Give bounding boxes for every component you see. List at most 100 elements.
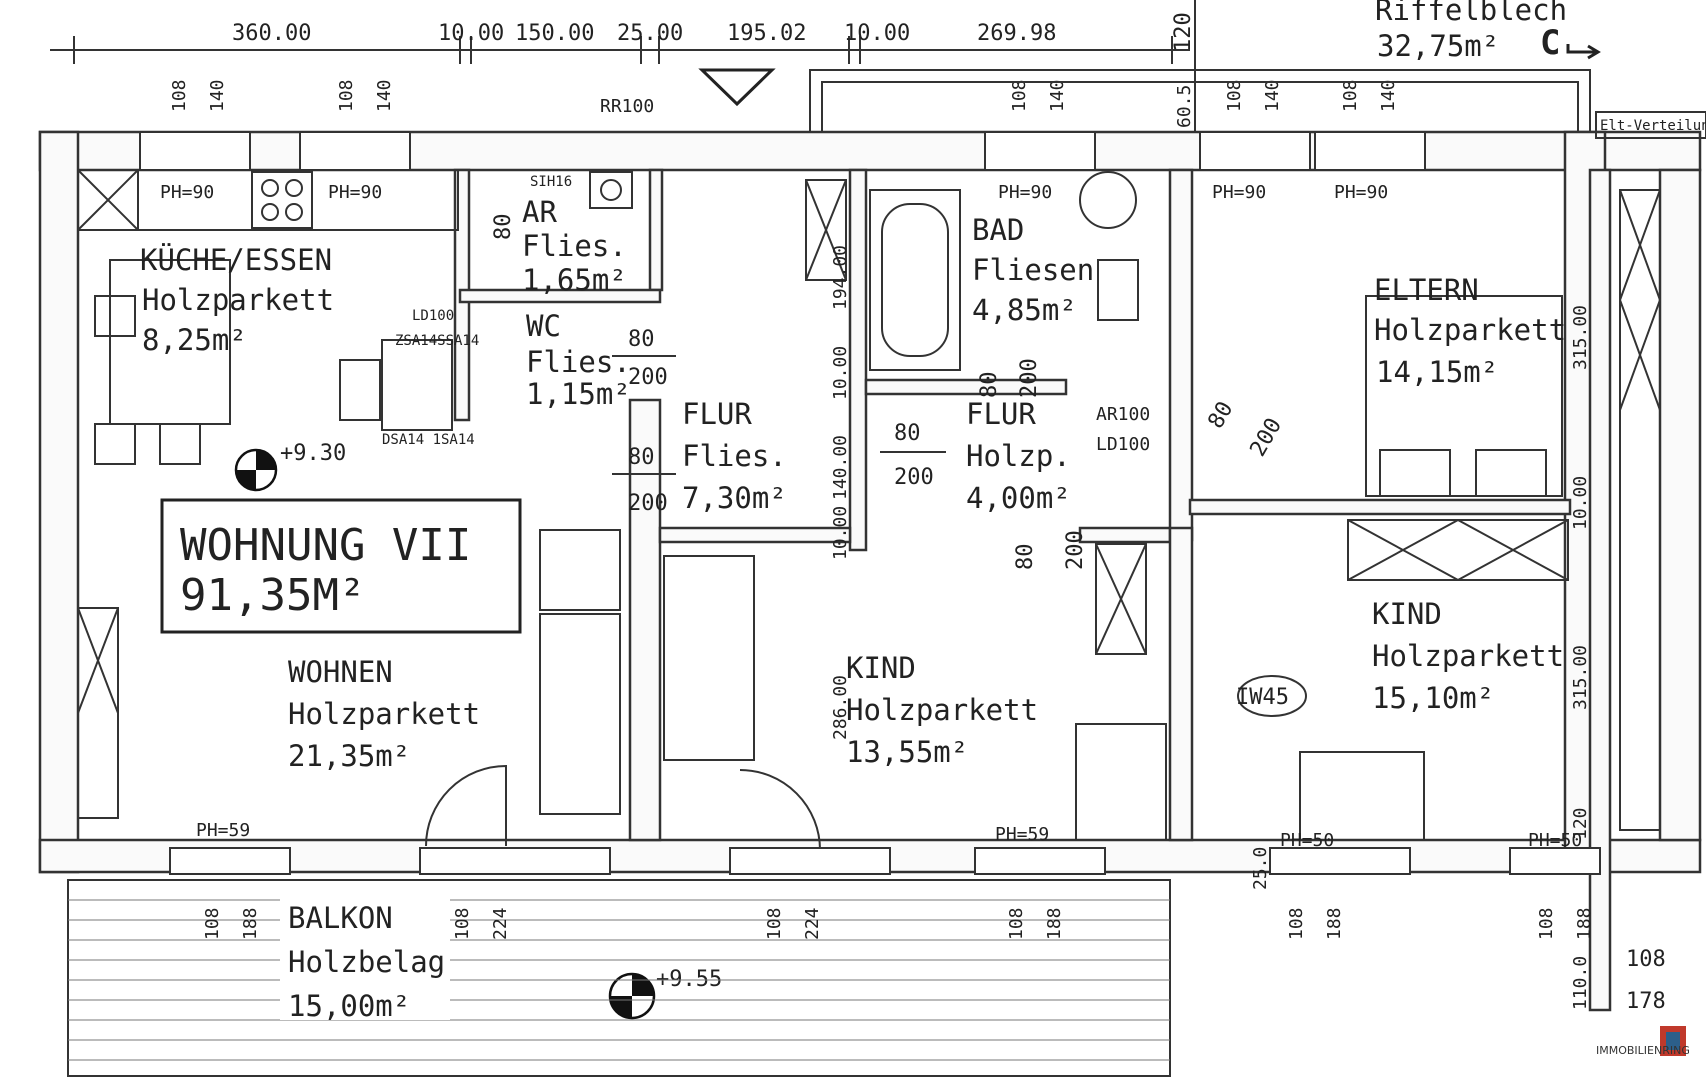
- toilet-icon: [1079, 171, 1137, 229]
- svg-text:108: 108: [452, 907, 473, 940]
- svg-text:108: 108: [1224, 79, 1245, 112]
- kind1-door-h: 200: [1063, 530, 1088, 570]
- sofa: [539, 613, 621, 815]
- flur1-door-w1: 80: [628, 327, 655, 352]
- svg-text:108: 108: [336, 79, 357, 112]
- ph-eltern-1: PH=90: [1212, 182, 1266, 203]
- svg-text:140: 140: [1262, 79, 1283, 112]
- dim-360: 360.00: [232, 21, 311, 46]
- wardrobe-right: [1619, 189, 1661, 831]
- label-dsa: DSA14 1SA14: [382, 432, 475, 448]
- label-sih16: SIH16: [530, 174, 572, 190]
- room-wohnen-floor: Holzparkett: [288, 697, 480, 731]
- roof-label: Riffelblech: [1375, 0, 1567, 27]
- room-flur1-name: FLUR: [682, 397, 752, 431]
- room-bad-name: BAD: [972, 213, 1024, 247]
- eltern-door-h: 200: [1246, 414, 1288, 461]
- label-iw45: IW45: [1236, 685, 1289, 710]
- armchair: [539, 529, 621, 611]
- ph-kitchen-1: PH=90: [160, 182, 214, 203]
- room-flur1-floor: Flies.: [682, 439, 787, 473]
- top-dimension-line: [50, 0, 1196, 140]
- bathtub: [869, 189, 961, 371]
- flur1-door-h1: 200: [628, 365, 668, 390]
- dim-10b: 10.00: [844, 21, 910, 46]
- bed: [1365, 295, 1563, 497]
- wdim-110: 110.0: [1570, 956, 1591, 1010]
- dim-150: 150.00: [515, 21, 594, 46]
- eltern-door-w: 80: [1204, 398, 1239, 433]
- room-flur2-floor: Holzp.: [966, 439, 1071, 473]
- apartment-name: WOHNUNG VII: [180, 520, 471, 571]
- room-eltern-name: ELTERN: [1374, 273, 1479, 307]
- ph-kitchen-2: PH=90: [328, 182, 382, 203]
- kind1-window-door: [739, 769, 822, 851]
- svg-text:188: 188: [1574, 907, 1595, 940]
- svg-text:108: 108: [1340, 79, 1361, 112]
- wardrobe-kind2: [1347, 519, 1569, 581]
- ph-kind2: PH=50: [1280, 830, 1334, 851]
- sink-icon: [339, 359, 381, 421]
- svg-text:140: 140: [1047, 79, 1068, 112]
- elt-box: [1595, 111, 1706, 139]
- room-wc-floor: Flies.: [526, 345, 631, 379]
- room-kitchen-name: KÜCHE/ESSEN: [140, 243, 332, 277]
- kind1-desk: [1075, 723, 1167, 841]
- wdim-10c: 10.00: [1570, 476, 1591, 530]
- room-wohnen-name: WOHNEN: [288, 655, 393, 689]
- dim-269: 269.98: [977, 21, 1056, 46]
- roof-inner-outline: [821, 81, 1579, 139]
- wohnen-door: [425, 764, 507, 847]
- bad-door-h: 200: [1017, 358, 1042, 398]
- apartment-box: [160, 498, 522, 634]
- logo: IMMOBILIENRING: [1596, 1026, 1690, 1057]
- top-window-dims: 108 140 108 140 108 140 60.5 108 140 108…: [169, 79, 1399, 128]
- svg-text:224: 224: [490, 907, 511, 940]
- room-eltern-area: 14,15m²: [1376, 355, 1498, 389]
- svg-text:108: 108: [1006, 907, 1027, 940]
- dim-25: 25.00: [617, 21, 683, 46]
- flur2-door-w: 80: [894, 421, 921, 446]
- corner-dim-108: 108: [1626, 947, 1666, 972]
- dim-120: 120: [1171, 12, 1196, 52]
- room-ar-name: AR: [522, 195, 557, 229]
- svg-text:140: 140: [374, 79, 395, 112]
- room-kind2-name: KIND: [1372, 597, 1442, 631]
- kind1-door-w: 80: [1013, 544, 1038, 571]
- section-arrow-icon: [1566, 44, 1601, 60]
- room-balkon-area: 15,00m²: [288, 989, 410, 1023]
- svg-text:60.5: 60.5: [1174, 85, 1195, 128]
- room-flur2-area: 4,00m²: [966, 481, 1071, 515]
- apartment-area: 91,35M²: [180, 570, 365, 621]
- logo-text: IMMOBILIENRING: [1596, 1044, 1690, 1057]
- svg-text:188: 188: [1324, 907, 1345, 940]
- svg-text:108: 108: [1536, 907, 1557, 940]
- room-ar-area: 1,65m²: [522, 263, 627, 297]
- svg-text:188: 188: [240, 907, 261, 940]
- wdim-286: 286.00: [830, 675, 851, 740]
- kitchen-units: [77, 169, 459, 465]
- room-kind1-name: KIND: [846, 651, 916, 685]
- label-rr100: RR100: [600, 96, 654, 117]
- label-ld100-wc: LD100: [412, 308, 454, 324]
- wdim-194: 194.00: [830, 245, 851, 310]
- wdim-140: 140.00: [830, 435, 851, 500]
- section-marker: C: [1540, 23, 1560, 63]
- svg-text:108: 108: [1286, 907, 1307, 940]
- svg-text:108: 108: [764, 907, 785, 940]
- ph-wohnen: PH=59: [196, 820, 250, 841]
- svg-text:108: 108: [202, 907, 223, 940]
- top-windows: [139, 131, 1426, 171]
- svg-text:140: 140: [207, 79, 228, 112]
- ph-eltern-2: PH=90: [1334, 182, 1388, 203]
- ar-dim: 80: [491, 214, 516, 241]
- bottom-windows: [169, 847, 1601, 875]
- room-balkon-name: BALKON: [288, 901, 393, 935]
- corner-dim-178: 178: [1626, 989, 1666, 1014]
- room-wc-area: 1,15m²: [526, 377, 631, 411]
- wdim-315b: 315.00: [1570, 645, 1591, 710]
- label-elt: Elt-Verteilung: [1600, 118, 1706, 134]
- room-kind1-floor: Holzparkett: [846, 693, 1038, 727]
- label-ar100: AR100: [1096, 404, 1150, 425]
- svg-text:140: 140: [1378, 79, 1399, 112]
